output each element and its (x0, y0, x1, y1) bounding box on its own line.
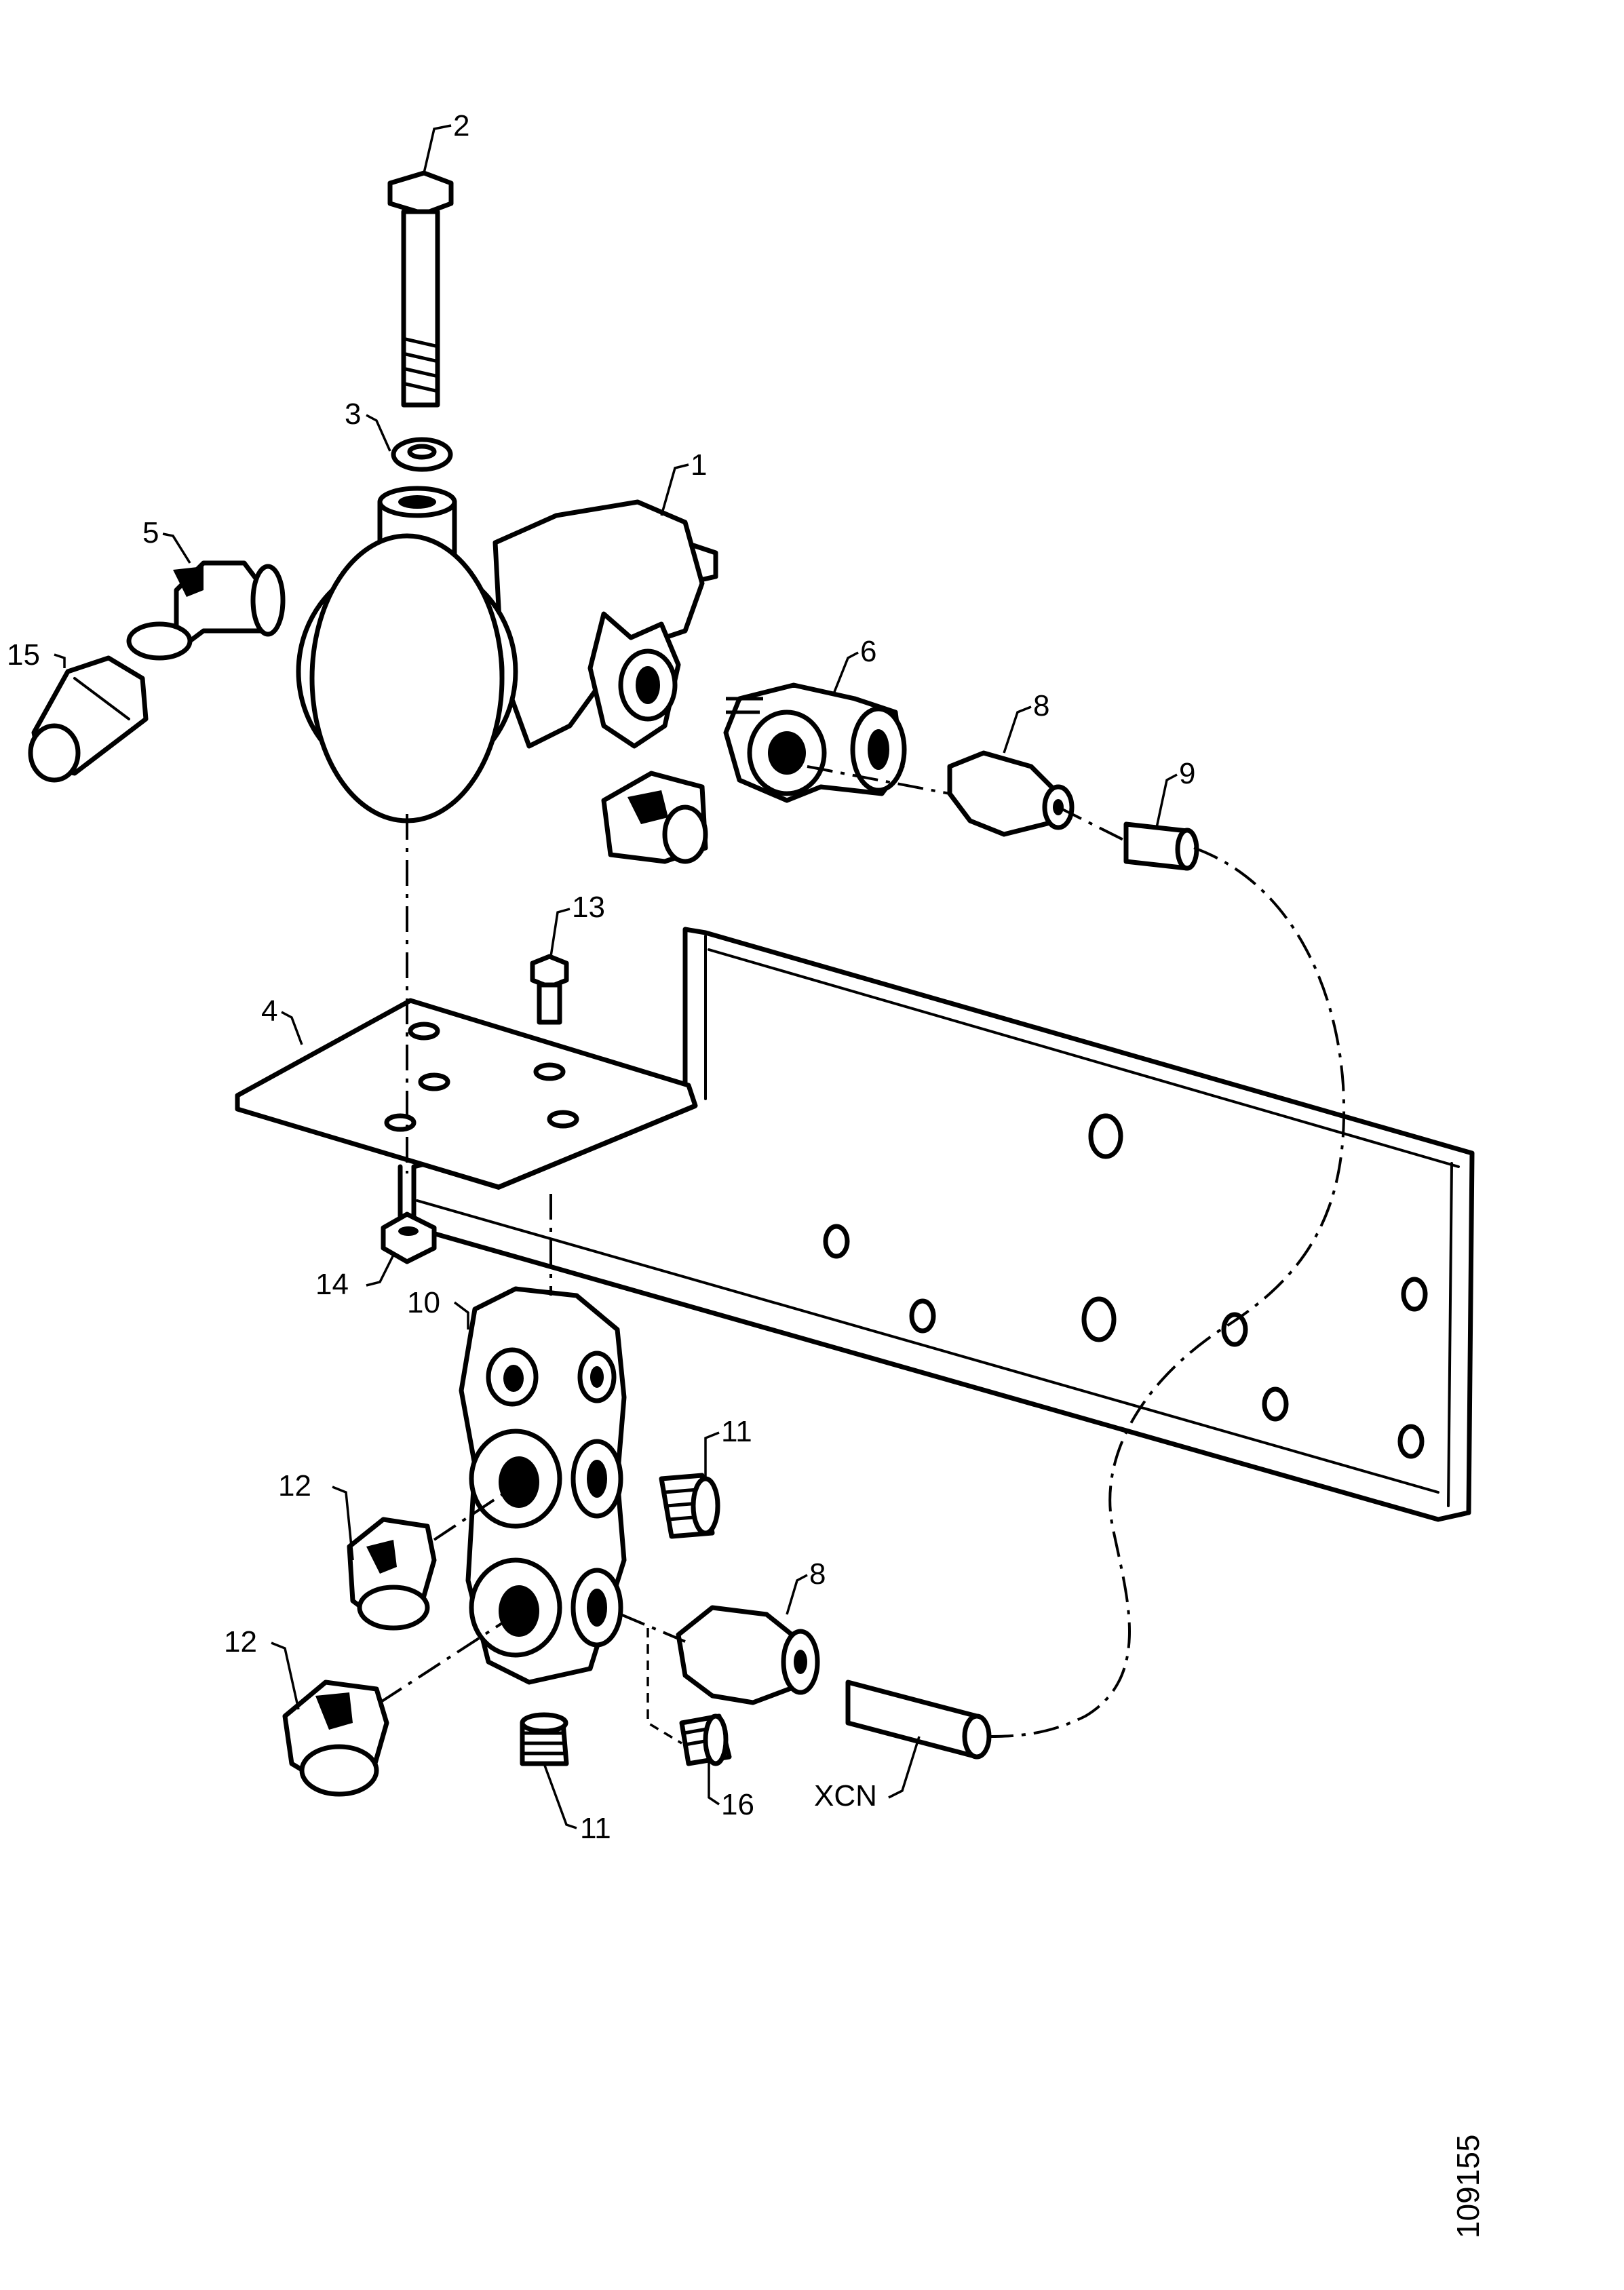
callout-16: 16 (721, 1788, 754, 1821)
callout-12-upper: 12 (278, 1469, 311, 1502)
callout-11-upper: 11 (721, 1415, 752, 1448)
plug-11-lower (520, 1712, 569, 1766)
callout-12-lower: 12 (224, 1625, 257, 1658)
callout-10: 10 (407, 1286, 440, 1319)
callout-4: 4 (261, 994, 277, 1028)
callout-1: 1 (691, 448, 707, 482)
callout-14: 14 (315, 1268, 349, 1301)
callout-9: 9 (1179, 757, 1195, 790)
tube-xcn (845, 1680, 992, 1760)
plug-11-upper (659, 1473, 720, 1539)
elbow-fitting-5 (126, 560, 286, 661)
tube-routing (379, 765, 1345, 1745)
valve-block-10 (459, 1286, 627, 1685)
callout-3: 3 (345, 397, 361, 431)
callout-labels: 2 3 1 4 5 6 8 9 10 11 11 12 12 8 13 14 1… (7, 109, 1195, 1845)
main-valve (296, 486, 718, 823)
elbow-fitting-12-upper (347, 1517, 437, 1631)
connector-8-upper (947, 750, 1075, 837)
elbow-fitting-12-lower (282, 1680, 389, 1797)
loose-elbow-fitting (601, 771, 708, 864)
callout-8-lower: 8 (809, 1557, 826, 1591)
washer (391, 437, 453, 472)
plug-16 (679, 1713, 732, 1766)
callout-xcn: XCN (814, 1779, 877, 1812)
bolt (387, 170, 454, 408)
callout-8-upper: 8 (1033, 689, 1049, 722)
nut-14 (381, 1211, 437, 1264)
callout-11-lower: 11 (580, 1812, 611, 1845)
figure-number: 109155 (1450, 2135, 1486, 2239)
callout-15: 15 (7, 638, 40, 672)
callout-5: 5 (142, 516, 159, 549)
callout-leaders (54, 124, 1178, 1829)
tube-9 (1123, 821, 1199, 871)
callout-6: 6 (860, 635, 876, 668)
callout-13: 13 (572, 891, 605, 924)
connector-8-lower (676, 1605, 820, 1705)
elbow-fitting-6 (723, 682, 907, 803)
mounting-rail (411, 927, 1475, 1522)
screw-13 (530, 954, 569, 1025)
mounting-plate (235, 998, 698, 1224)
callout-2: 2 (453, 109, 469, 142)
connector-15 (28, 655, 149, 783)
